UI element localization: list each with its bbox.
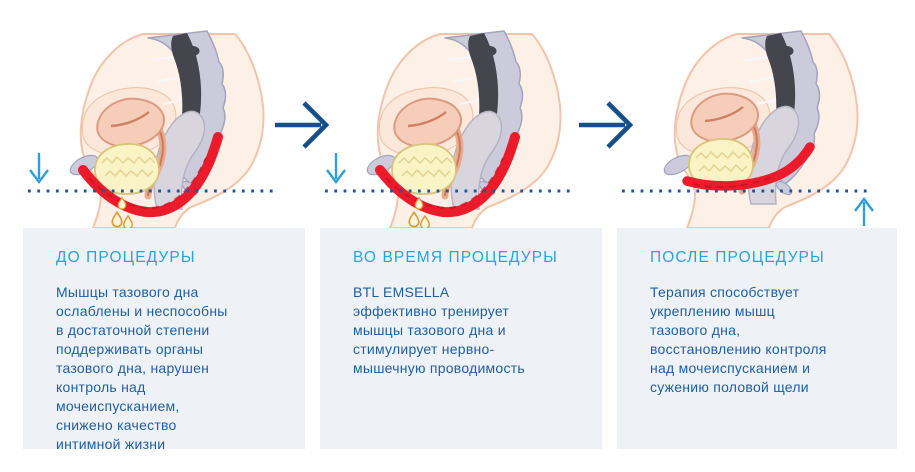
droplet-icon <box>117 196 127 210</box>
droplet-icon <box>408 210 420 228</box>
card-before-procedure: ДО ПРОЦЕДУРЫ Мышцы тазового дна ослаблен… <box>23 228 305 452</box>
pelvic-illustration <box>622 30 874 228</box>
pelvic-floor-muscle-sagging <box>78 132 223 218</box>
lift-arrow-icon <box>854 197 874 226</box>
card-body: BTL EMSELLA эффективно тренирует мышцы т… <box>353 284 525 376</box>
bladder <box>94 143 160 195</box>
pelvic-floor-muscle-lifted <box>682 142 815 191</box>
droplet-icon <box>111 210 123 228</box>
droplet-icon <box>420 214 430 228</box>
card-title: ДО ПРОЦЕДУРЫ <box>56 249 196 266</box>
bladder <box>391 143 457 195</box>
next-step-arrow-icon <box>275 101 330 149</box>
figure-during-procedure <box>320 6 602 228</box>
descent-arrow-icon <box>29 153 49 184</box>
card-title: ВО ВРЕМЯ ПРОЦЕДУРЫ <box>353 249 558 266</box>
pelvic-organs <box>94 97 206 210</box>
bladder <box>688 138 754 190</box>
droplet-icon <box>414 196 424 210</box>
descent-arrow-icon <box>326 153 346 184</box>
card-title: ПОСЛЕ ПРОЦЕДУРЫ <box>650 249 825 266</box>
next-step-arrow-icon <box>579 101 634 149</box>
leak-droplets <box>408 196 430 228</box>
pelvic-floor-muscle-sagging <box>375 132 520 218</box>
figure-before-procedure <box>23 6 305 228</box>
pelvic-illustration <box>325 30 574 228</box>
card-body: Терапия способствует укреплению мышц таз… <box>650 284 827 395</box>
card-during-procedure: ВО ВРЕМЯ ПРОЦЕДУРЫ BTL EMSELLA эффективн… <box>320 228 602 449</box>
pelvic-organs <box>391 97 503 210</box>
uterus <box>96 97 165 148</box>
card-body: Мышцы тазового дна ослаблены и неспособн… <box>56 284 228 452</box>
pelvic-organs <box>688 92 800 205</box>
card-after-procedure: ПОСЛЕ ПРОЦЕДУРЫ Терапия способствует укр… <box>617 228 897 449</box>
leak-droplets <box>111 196 133 228</box>
pelvic-illustration <box>28 30 277 228</box>
uterus <box>393 97 462 148</box>
droplet-icon <box>123 214 133 228</box>
figure-after-procedure <box>617 6 899 228</box>
uterus <box>690 92 759 143</box>
